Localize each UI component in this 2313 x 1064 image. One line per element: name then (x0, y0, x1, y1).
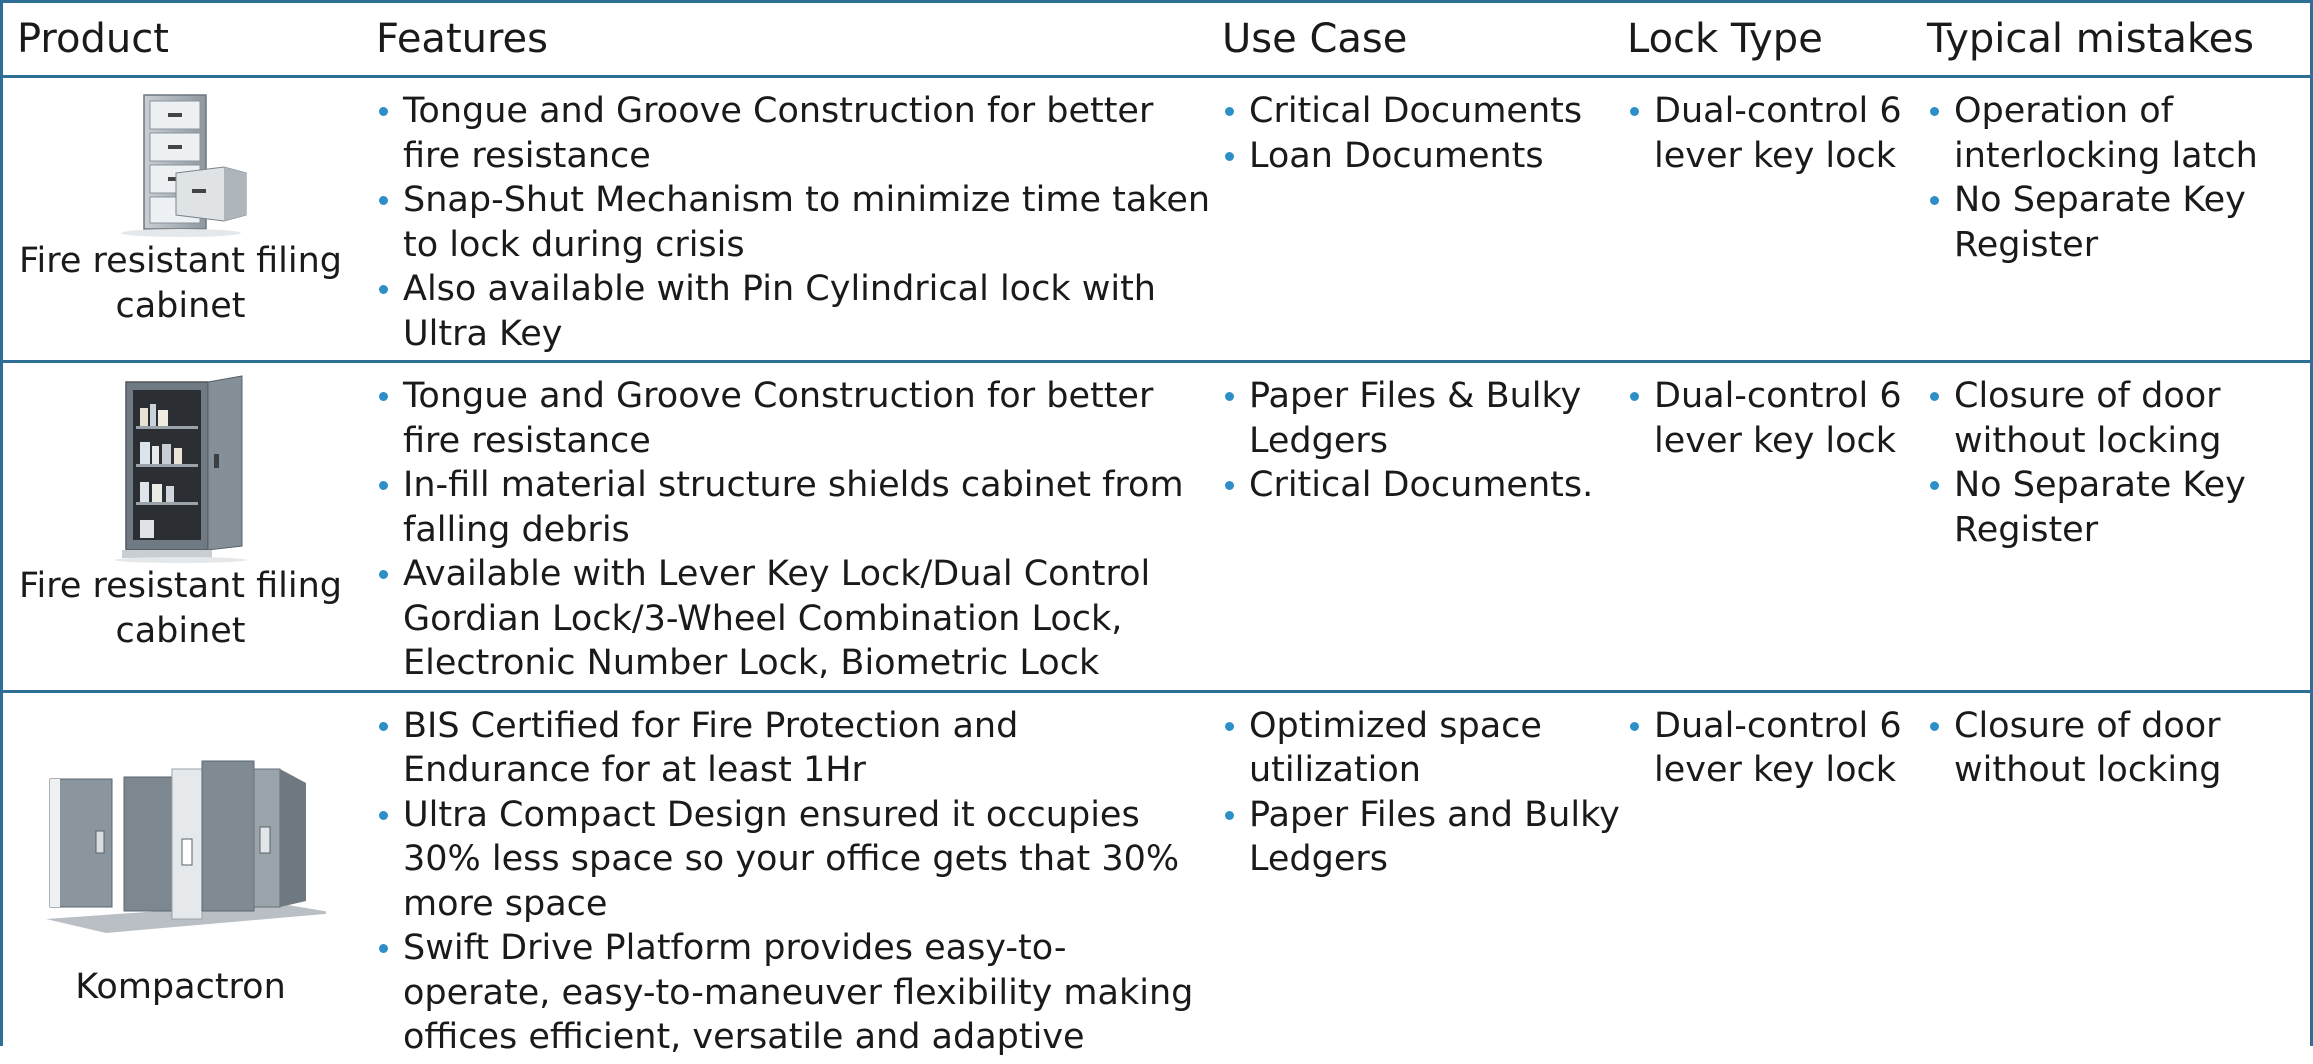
header-product: Product (3, 3, 358, 78)
bullet-icon (1930, 481, 1939, 490)
product-cell: Fire resistant filing cabinet (3, 77, 358, 362)
features-list: Tongue and Groove Construction for bette… (376, 374, 1214, 686)
list-item: Critical Documents (1222, 89, 1625, 134)
table-row: Fire resistant filing cabinet Tongue and… (3, 77, 2310, 362)
use-case-list: Critical Documents Loan Documents (1222, 89, 1625, 178)
bullet-icon (1225, 481, 1234, 490)
use-case-list: Paper Files & Bulky Ledgers Critical Doc… (1222, 374, 1625, 508)
bullet-icon (379, 810, 388, 820)
bullet-icon (1630, 392, 1639, 401)
features-cell: Tongue and Groove Construction for bette… (358, 77, 1220, 362)
filing-cabinet-door-image (114, 375, 247, 563)
bullet-icon (1225, 810, 1234, 820)
header-row: Product Features Use Case Lock Type Typi… (3, 3, 2310, 78)
list-item: Ultra Compact Design ensured it occupies… (376, 793, 1214, 927)
bullet-icon (1930, 721, 1939, 731)
bullet-icon (379, 107, 388, 116)
bullet-icon (379, 285, 388, 294)
bullet-icon (379, 196, 388, 205)
mistakes-list: Closure of door without locking (1927, 704, 2306, 793)
table-row: Kompactron BIS Certified for Fire Protec… (3, 691, 2310, 1064)
bullet-icon (1225, 151, 1234, 161)
features-cell: BIS Certified for Fire Protection and En… (358, 691, 1220, 1064)
bullet-icon (379, 570, 388, 579)
bullet-icon (1225, 392, 1234, 401)
filing-cabinet-drawer-image (120, 94, 246, 237)
use-case-list: Optimized space utilization Paper Files … (1222, 704, 1625, 882)
header-typical-mistakes: Typical mistakes (1925, 3, 2310, 78)
bullet-icon (1930, 392, 1939, 401)
bullet-icon (1630, 107, 1639, 116)
list-item: Optimized space utilization (1222, 704, 1625, 793)
use-case-cell: Paper Files & Bulky Ledgers Critical Doc… (1220, 362, 1625, 692)
list-item: Dual-control 6 lever key lock (1627, 704, 1925, 793)
bullet-icon (1630, 721, 1639, 731)
list-item: Operation of interlocking latch (1927, 89, 2306, 178)
list-item: Tongue and Groove Construction for bette… (376, 374, 1214, 463)
features-list: BIS Certified for Fire Protection and En… (376, 704, 1214, 1060)
lock-type-list: Dual-control 6 lever key lock (1627, 374, 1925, 463)
use-case-cell: Critical Documents Loan Documents (1220, 77, 1625, 362)
table-row: Fire resistant filing cabinet Tongue and… (3, 362, 2310, 692)
mistakes-cell: Closure of door without locking (1925, 691, 2310, 1064)
list-item: Closure of door without locking (1927, 704, 2306, 793)
list-item: Snap-Shut Mechanism to minimize time tak… (376, 178, 1214, 267)
bullet-icon (1225, 107, 1234, 116)
list-item: In-fill material structure shields cabin… (376, 463, 1214, 552)
list-item: No Separate Key Register (1927, 463, 2306, 552)
features-list: Tongue and Groove Construction for bette… (376, 89, 1214, 356)
bullet-icon (379, 481, 388, 490)
header-features: Features (358, 3, 1220, 78)
header-lock-type: Lock Type (1625, 3, 1925, 78)
product-name: Fire resistant filing cabinet (18, 566, 343, 651)
mistakes-list: Closure of door without locking No Separ… (1927, 374, 2306, 552)
bullet-icon (379, 944, 388, 953)
list-item: Paper Files & Bulky Ledgers (1222, 374, 1625, 463)
bullet-icon (379, 721, 388, 731)
lock-type-list: Dual-control 6 lever key lock (1627, 704, 1925, 793)
lock-type-list: Dual-control 6 lever key lock (1627, 89, 1925, 178)
mistakes-list: Operation of interlocking latch No Separ… (1927, 89, 2306, 267)
list-item: Also available with Pin Cylindrical lock… (376, 267, 1214, 356)
product-table: Product Features Use Case Lock Type Typi… (3, 3, 2310, 1064)
use-case-cell: Optimized space utilization Paper Files … (1220, 691, 1625, 1064)
lock-type-cell: Dual-control 6 lever key lock (1625, 691, 1925, 1064)
list-item: Loan Documents (1222, 134, 1625, 179)
list-item: Dual-control 6 lever key lock (1627, 374, 1925, 463)
product-name: Fire resistant filing cabinet (18, 241, 343, 326)
bullet-icon (1930, 196, 1939, 205)
product-cell: Fire resistant filing cabinet (3, 362, 358, 692)
list-item: Paper Files and Bulky Ledgers (1222, 793, 1625, 882)
bullet-icon (1225, 721, 1234, 731)
lock-type-cell: Dual-control 6 lever key lock (1625, 77, 1925, 362)
list-item: Tongue and Groove Construction for bette… (376, 89, 1214, 178)
list-item: Critical Documents. (1222, 463, 1625, 508)
list-item: No Separate Key Register (1927, 178, 2306, 267)
list-item: Available with Lever Key Lock/Dual Contr… (376, 552, 1214, 686)
list-item: Swift Drive Platform provides easy-to-op… (376, 926, 1214, 1060)
features-cell: Tongue and Groove Construction for bette… (358, 362, 1220, 692)
lock-type-cell: Dual-control 6 lever key lock (1625, 362, 1925, 692)
mistakes-cell: Operation of interlocking latch No Separ… (1925, 77, 2310, 362)
list-item: BIS Certified for Fire Protection and En… (376, 704, 1214, 793)
product-cell: Kompactron (3, 691, 358, 1064)
mistakes-cell: Closure of door without locking No Separ… (1925, 362, 2310, 692)
bullet-icon (1930, 107, 1939, 116)
bullet-icon (379, 392, 388, 401)
list-item: Dual-control 6 lever key lock (1627, 89, 1925, 178)
list-item: Closure of door without locking (1927, 374, 2306, 463)
header-use-case: Use Case (1220, 3, 1625, 78)
product-name: Kompactron (75, 966, 286, 1007)
mobile-shelving-image (45, 760, 326, 933)
